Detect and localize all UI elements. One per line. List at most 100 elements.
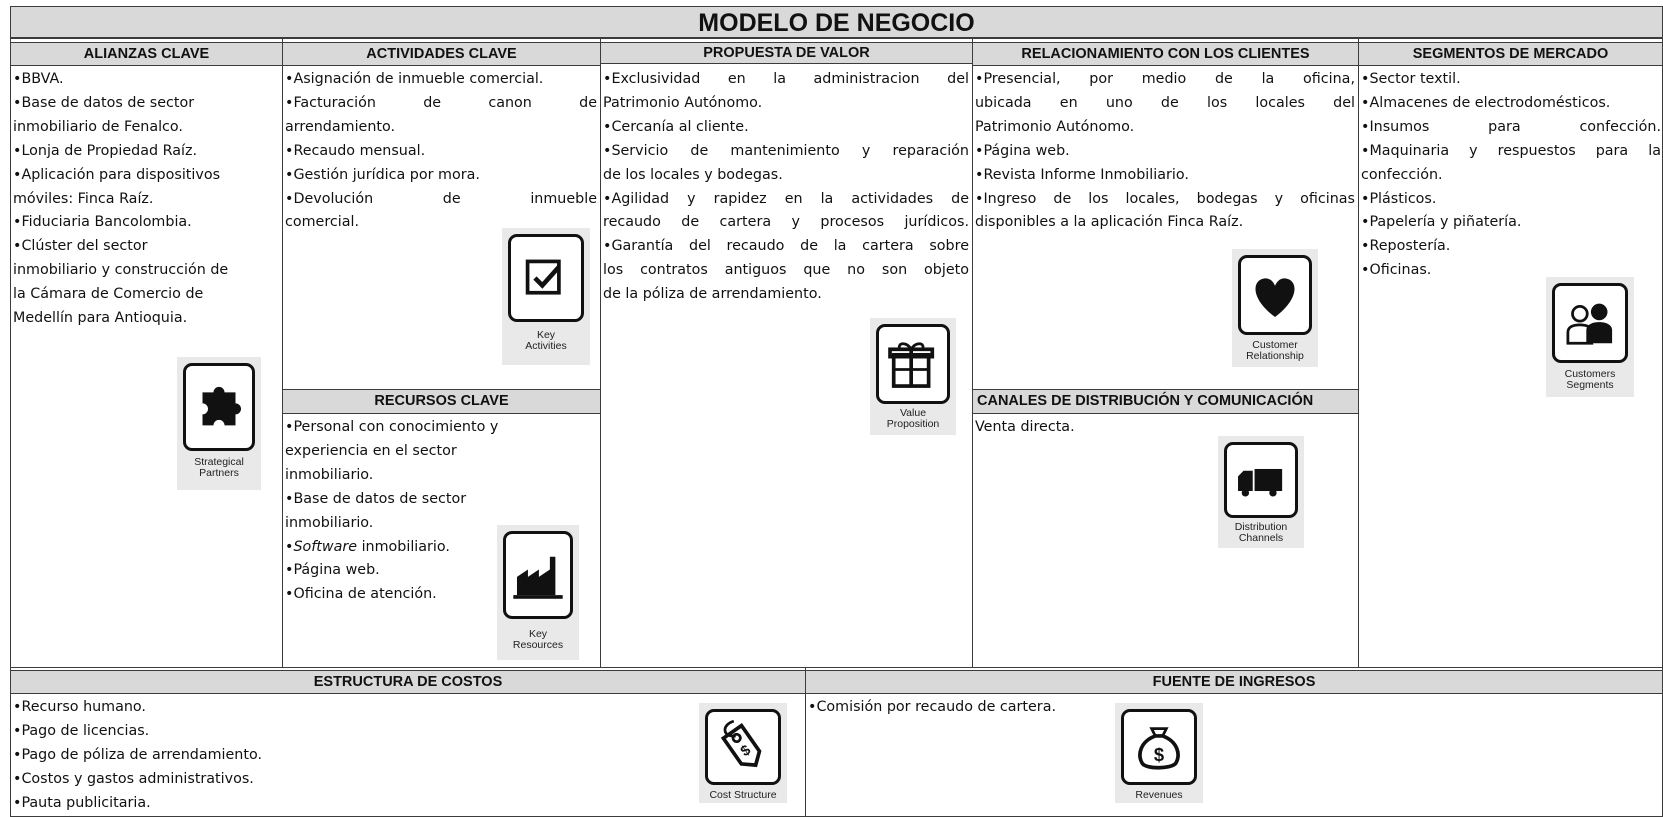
list-item: inmobiliario. — [285, 514, 374, 531]
list-item: Pago de licencias. — [13, 720, 513, 744]
list-item: Garantía del recaudo de la cartera sobre — [603, 235, 969, 259]
costos-header: ESTRUCTURA DE COSTOS — [10, 670, 806, 694]
svg-text:$: $ — [738, 742, 754, 760]
icon-caption: Cost Structure — [709, 789, 777, 801]
cost-structure-icon-box: $ Cost Structure — [699, 703, 787, 803]
list-item: de la póliza de arrendamiento. — [603, 286, 822, 303]
actividades-header: ACTIVIDADES CLAVE — [282, 42, 601, 66]
list-item: confección. — [1361, 166, 1443, 183]
list-item: Aplicación para dispositivos — [13, 164, 278, 188]
key-activities-icon-box: Key Activities — [502, 228, 590, 365]
list-item: BBVA. — [13, 68, 278, 92]
list-item: Maquinaria y respuestos para la — [1361, 140, 1661, 164]
list-item: Lonja de Propiedad Raíz. — [13, 140, 278, 164]
heart-icon — [1238, 255, 1312, 335]
page-title: MODELO DE NEGOCIO — [10, 6, 1663, 38]
alianzas-header: ALIANZAS CLAVE — [10, 42, 283, 66]
relacionamiento-header: RELACIONAMIENTO CON LOS CLIENTES — [972, 42, 1359, 66]
list-item: Repostería. — [1361, 235, 1661, 259]
list-item: Facturación de canon de — [285, 92, 597, 116]
icon-caption: Value Proposition — [886, 407, 940, 430]
icon-caption: Key Activities — [525, 329, 567, 352]
canales-header: CANALES DE DISTRIBUCIÓN Y COMUNICACIÓN — [972, 389, 1359, 414]
list-item: inmobiliario y construcción de — [13, 262, 229, 279]
canales-list: Venta directa. — [975, 416, 1275, 440]
recursos-list: Personal con conocimiento y experiencia … — [285, 416, 535, 607]
puzzle-icon — [183, 363, 255, 451]
list-item: Fiduciaria Bancolombia. — [13, 211, 278, 235]
list-item: Costos y gastos administrativos. — [13, 768, 513, 792]
factory-icon — [503, 531, 573, 619]
recursos-header: RECURSOS CLAVE — [282, 389, 601, 414]
list-item: inmobiliario. — [285, 466, 374, 483]
list-item: recaudo de cartera y procesos jurídicos. — [603, 214, 969, 231]
truck-icon — [1224, 442, 1298, 518]
icon-caption: Key Resources — [512, 628, 564, 651]
list-item: Pago de póliza de arrendamiento. — [13, 744, 513, 768]
list-item: la Cámara de Comercio de — [13, 286, 204, 303]
propuesta-header: PROPUESTA DE VALOR — [600, 42, 973, 64]
list-item: experiencia en el sector — [285, 442, 457, 459]
list-item: Venta directa. — [975, 419, 1075, 435]
list-item: Ingreso de los locales, bodegas y oficin… — [975, 188, 1355, 212]
list-item: Base de datos de sector — [13, 92, 278, 116]
ingresos-list: Comisión por recaudo de cartera. — [808, 696, 1108, 720]
revenues-icon-box: $ Revenues — [1115, 703, 1203, 803]
list-item: Base de datos de sector — [285, 488, 535, 512]
propuesta-list: Exclusividad en la administracion del Pa… — [603, 68, 969, 307]
actividades-list: Asignación de inmueble comercial. Factur… — [285, 68, 597, 235]
icon-caption: Customer Relationship — [1246, 339, 1304, 362]
list-item: Software inmobiliario. — [285, 536, 535, 560]
price-tag-icon: $ — [705, 709, 781, 785]
list-item: Almacenes de electrodomésticos. — [1361, 92, 1661, 116]
list-item: Clúster del sector — [13, 235, 278, 259]
ingresos-header: FUENTE DE INGRESOS — [805, 670, 1663, 694]
list-item: Página web. — [975, 140, 1355, 164]
list-item: Oficinas. — [1361, 259, 1661, 283]
segmentos-header: SEGMENTOS DE MERCADO — [1358, 42, 1663, 66]
list-item: Recurso humano. — [13, 696, 513, 720]
list-item: Papelería y piñatería. — [1361, 211, 1661, 235]
svg-text:$: $ — [1154, 744, 1164, 765]
list-item: Cercanía al cliente. — [603, 116, 969, 140]
list-item: Gestión jurídica por mora. — [285, 164, 597, 188]
list-item: de los locales y bodegas. — [603, 166, 783, 183]
key-resources-icon-box: Key Resources — [497, 525, 579, 660]
list-item: Comisión por recaudo de cartera. — [808, 696, 1108, 720]
list-item: comercial. — [285, 214, 360, 231]
list-item: Personal con conocimiento y — [285, 416, 535, 440]
alianzas-list: BBVA. Base de datos de sector inmobiliar… — [13, 68, 278, 331]
value-proposition-icon-box: Value Proposition — [870, 318, 956, 435]
list-item: ubicada en uno de los locales del — [975, 94, 1355, 111]
list-item: disponibles a la aplicación Finca Raíz. — [975, 214, 1244, 231]
distribution-channels-icon-box: Distribution Channels — [1218, 436, 1304, 548]
list-item: Asignación de inmueble comercial. — [285, 68, 597, 92]
checkbox-icon — [508, 234, 584, 322]
list-item: Recaudo mensual. — [285, 140, 597, 164]
list-item: Exclusividad en la administracion del — [603, 68, 969, 92]
segmentos-list: Sector textil. Almacenes de electrodomés… — [1361, 68, 1661, 283]
list-item: Insumos para confección. — [1361, 116, 1661, 140]
list-item: Plásticos. — [1361, 188, 1661, 212]
gift-icon — [876, 324, 950, 404]
customers-segments-icon-box: Customers Segments — [1546, 277, 1634, 397]
list-item: Medellín para Antioquia. — [13, 310, 188, 327]
list-item: Página web. — [285, 559, 535, 583]
costos-list: Recurso humano. Pago de licencias. Pago … — [13, 696, 513, 816]
icon-caption: Distribution Channels — [1234, 521, 1288, 544]
list-item: Sector textil. — [1361, 68, 1661, 92]
customers-icon — [1552, 283, 1628, 363]
list-item: Revista Informe Inmobiliario. — [975, 164, 1355, 188]
strategical-partners-icon-box: Strategical Partners — [177, 357, 261, 490]
list-item: Pauta publicitaria. — [13, 792, 513, 816]
list-item: Presencial, por medio de la oficina, — [975, 68, 1355, 92]
list-item: móviles: Finca Raíz. — [13, 190, 154, 207]
icon-caption: Revenues — [1135, 789, 1183, 801]
list-item: Devolución de inmueble — [285, 188, 597, 212]
list-item: arrendamiento. — [285, 118, 396, 135]
relacionamiento-list: Presencial, por medio de la oficina, ubi… — [975, 68, 1355, 235]
list-item: Oficina de atención. — [285, 583, 535, 607]
list-item: Agilidad y rapidez en la actividades de — [603, 188, 969, 212]
money-bag-icon: $ — [1121, 709, 1197, 785]
